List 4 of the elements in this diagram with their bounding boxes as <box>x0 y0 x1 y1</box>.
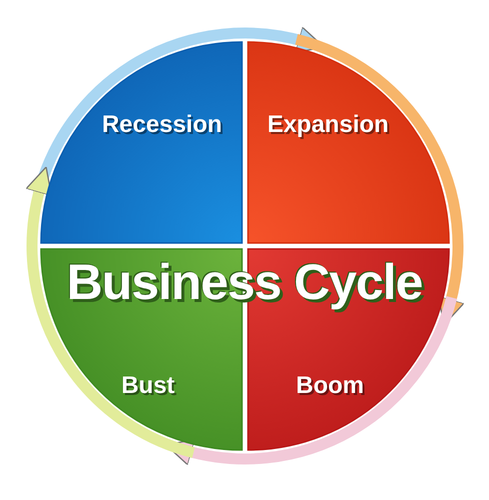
segment-label: Boom <box>296 372 364 400</box>
segment-label: Bust <box>121 372 175 400</box>
segment-label: Recession <box>102 111 222 139</box>
segment-label: Expansion <box>267 111 389 139</box>
